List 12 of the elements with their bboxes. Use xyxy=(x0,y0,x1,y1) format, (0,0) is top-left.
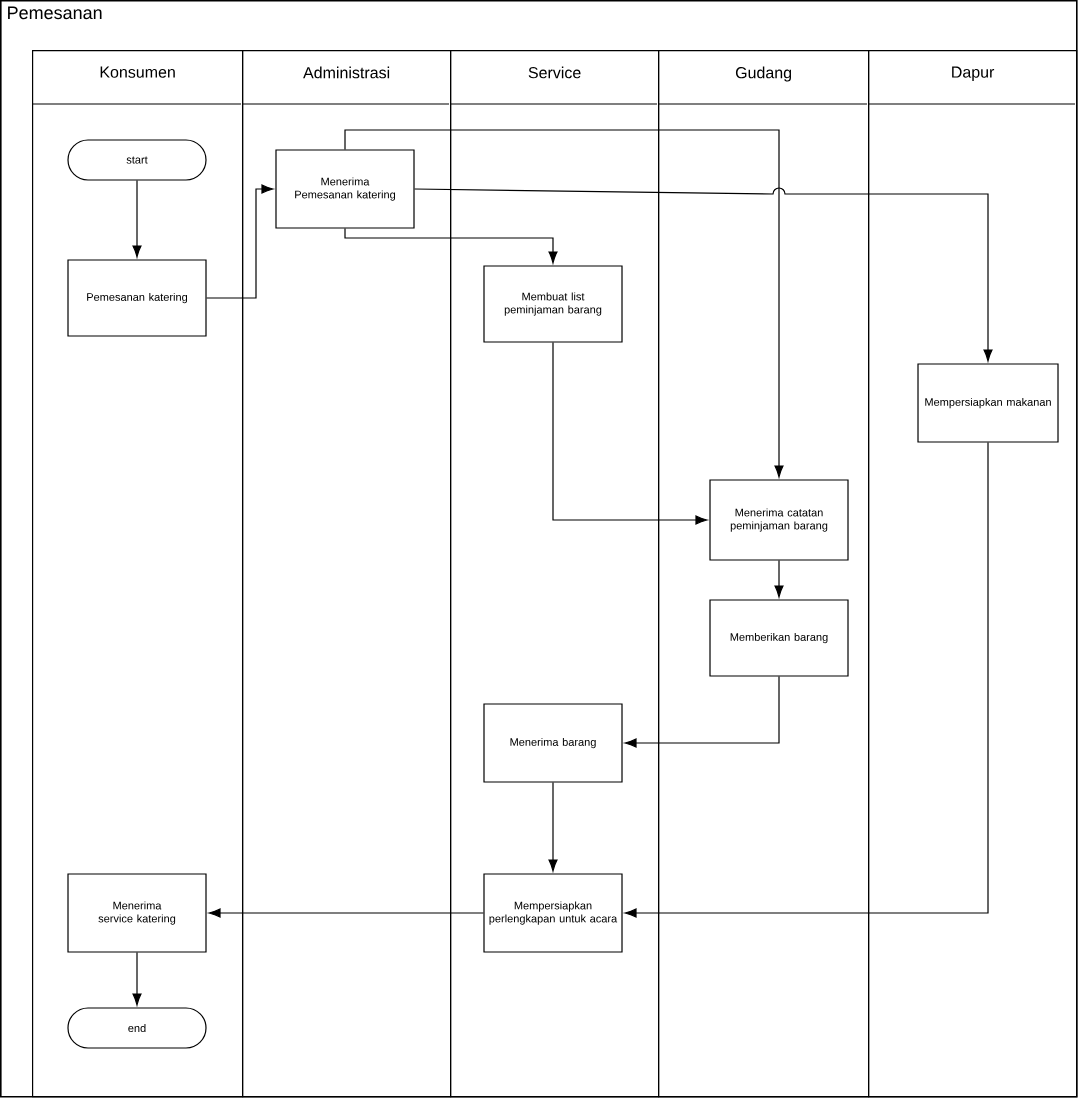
arrow xyxy=(552,342,708,525)
arrow xyxy=(206,184,274,299)
arrow xyxy=(132,952,142,1006)
arrow xyxy=(624,442,989,918)
arrow xyxy=(132,180,142,258)
arrow xyxy=(344,228,558,264)
arrow xyxy=(774,560,784,598)
arrow xyxy=(548,782,558,872)
arrow xyxy=(208,908,484,918)
arrow xyxy=(414,187,993,362)
arrow xyxy=(344,129,784,478)
arrow xyxy=(624,676,780,748)
